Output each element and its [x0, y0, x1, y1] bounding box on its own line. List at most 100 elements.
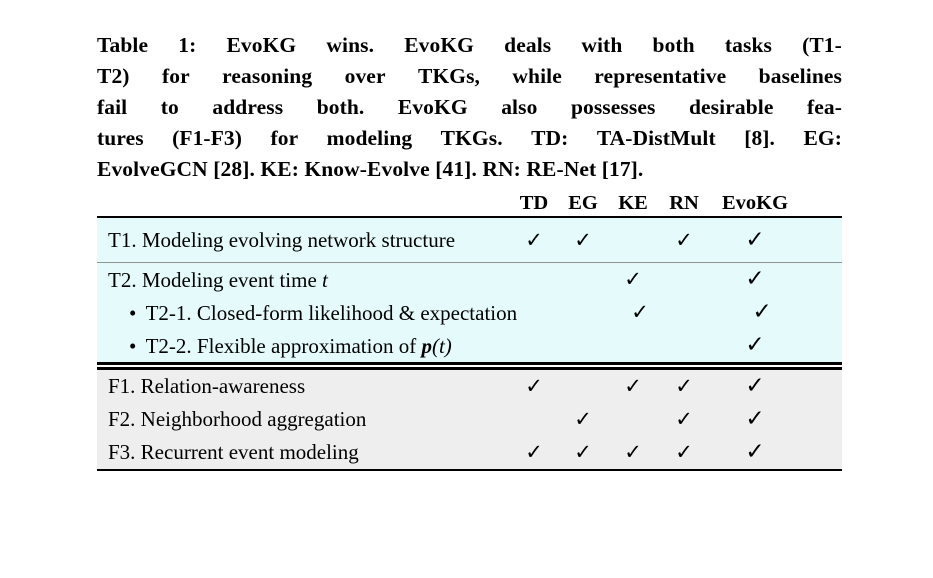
cell-f2-ke: ✓	[608, 409, 658, 430]
check-icon: ✓	[752, 299, 772, 326]
row-label-text: F3. Recurrent event modeling	[108, 440, 359, 465]
caption-word: 1:	[178, 33, 197, 57]
cell-t2-1-td: ✓	[517, 302, 565, 323]
caption-line: EvolveGCN [28]. KE: Know-Evolve [41]. RN…	[97, 157, 644, 181]
caption-word: reasoning	[222, 64, 313, 88]
caption-word: with	[581, 33, 623, 57]
cell-f3-evo: ✓	[710, 438, 800, 465]
bullet-icon: •	[129, 300, 146, 325]
row-label-text: T2. Modeling event time	[108, 267, 323, 292]
cell-t1-eg: ✓	[558, 227, 608, 252]
table-row: • T2-1. Closed-form likelihood & expecta…	[97, 296, 842, 329]
cell-t2-td: ✓	[510, 269, 558, 290]
cell-f3-eg: ✓	[558, 439, 608, 464]
caption-word: for	[161, 64, 190, 88]
row-label-math-arg: (t)	[431, 333, 452, 358]
row-label-text: T2-2. Flexible approximation of	[145, 333, 422, 358]
caption-word: EvoKG	[397, 95, 468, 119]
caption-word: address	[212, 95, 284, 119]
table-row: F2. Neighborhood aggregation✓✓✓✓✓	[97, 403, 842, 436]
cell-f2-rn: ✓	[658, 406, 710, 431]
caption-word: also	[501, 95, 538, 119]
check-icon: ✓	[574, 227, 592, 252]
caption-word: over	[344, 64, 386, 88]
cell-f1-ke: ✓	[608, 373, 658, 398]
check-icon: ✓	[525, 373, 543, 398]
cell-t2-2-evo: ✓	[710, 334, 800, 357]
caption-word: both	[652, 33, 695, 57]
check-icon: ✓	[745, 372, 765, 399]
caption-word: baselines	[758, 64, 842, 88]
check-icon: ✓	[675, 373, 693, 398]
cell-t1-rn: ✓	[658, 229, 710, 251]
check-icon: ✓	[624, 373, 642, 398]
check-icon: ✓	[574, 406, 592, 431]
caption-word: TD:	[531, 126, 569, 150]
caption-word: to	[160, 95, 179, 119]
check-icon: ✓	[525, 439, 543, 464]
check-icon: ✓	[624, 267, 642, 292]
caption-word: modeling	[326, 126, 413, 150]
cell-t1-ke: ✓	[608, 230, 658, 251]
row-label-text: F1. Relation-awareness	[108, 374, 306, 399]
check-icon: ✓	[745, 266, 765, 293]
cell-f1-evo: ✓	[710, 372, 800, 399]
caption-word: (T1-	[802, 33, 842, 57]
check-icon: ✓	[745, 438, 765, 465]
cell-f3-ke: ✓	[608, 439, 658, 464]
check-icon: ✓	[574, 439, 592, 464]
cell-t2-2-td: ✓	[510, 335, 558, 356]
caption-word: TKGs,	[418, 64, 481, 88]
caption-word: EvoKG	[404, 33, 475, 57]
caption-word: TA-DistMult	[596, 126, 716, 150]
cell-f3-rn: ✓	[658, 439, 710, 464]
caption-word: (F1-F3)	[172, 126, 243, 150]
caption-word: both.	[316, 95, 365, 119]
section-divider-rule	[97, 262, 842, 264]
row-label-math-symbol: p	[421, 333, 432, 358]
section-double-rule-bottom	[97, 367, 842, 370]
row-label-f3: F3. Recurrent event modeling	[97, 440, 510, 464]
column-header-evo: EvoKG	[721, 192, 789, 214]
caption-word: possesses	[570, 95, 656, 119]
row-label-t1: T1. Modeling evolving network structure	[97, 228, 510, 252]
row-label-text: T1. Modeling evolving network structure	[108, 228, 456, 253]
cell-t2-1-eg: ✓	[565, 302, 615, 323]
check-icon: ✓	[745, 226, 765, 253]
cell-f1-td: ✓	[510, 373, 558, 398]
cell-t2-2-eg: ✓	[558, 335, 608, 356]
cell-t1-td: ✓	[510, 229, 558, 251]
column-header-eg: EG	[568, 192, 598, 214]
caption-word: while	[512, 64, 562, 88]
caption-word: tures	[97, 126, 144, 150]
cell-f1-rn: ✓	[658, 373, 710, 398]
check-icon: ✓	[631, 300, 649, 325]
caption-word: T2)	[97, 64, 130, 88]
caption-word: tasks	[724, 33, 772, 57]
table-row: T2. Modeling event time t✓✓✓✓✓	[97, 263, 842, 296]
caption-word: EvoKG	[226, 33, 297, 57]
cell-f3-td: ✓	[510, 439, 558, 464]
caption-word: fea-	[806, 95, 842, 119]
table-section-tasks-1: T1. Modeling evolving network structure ✓…	[97, 218, 842, 263]
caption-word: [8].	[744, 126, 776, 150]
caption-word: wins.	[326, 33, 375, 57]
row-label-f1: F1. Relation-awareness	[97, 374, 510, 398]
cell-f1-eg: ✓	[558, 376, 608, 397]
check-icon: ✓	[675, 439, 693, 464]
bullet-icon: •	[129, 333, 146, 358]
cell-f2-eg: ✓	[558, 406, 608, 431]
caption-word: desirable	[688, 95, 774, 119]
check-icon: ✓	[624, 439, 642, 464]
table-row: F1. Relation-awareness ✓ ✓ ✓ ✓ ✓	[97, 370, 842, 403]
cell-t2-evo: ✓	[710, 268, 800, 291]
cell-t2-2-ke: ✓	[608, 335, 658, 356]
check-icon: ✓	[675, 406, 693, 431]
cell-t2-2-rn: ✓	[658, 335, 710, 356]
